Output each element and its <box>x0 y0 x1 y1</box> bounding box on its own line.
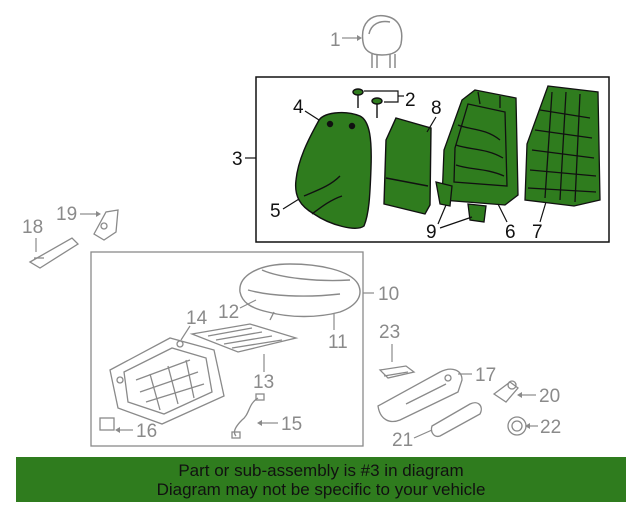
trim-cover-part-19 <box>93 209 119 241</box>
back-panel-part-8 <box>383 117 432 215</box>
callout-19: 19 <box>56 204 77 225</box>
callout-21: 21 <box>392 430 413 451</box>
seat-back-assembly-box <box>255 76 610 243</box>
headrest-part-1 <box>361 14 403 68</box>
banner-line-2: Diagram may not be specific to your vehi… <box>156 479 486 499</box>
callout-7: 7 <box>532 222 543 243</box>
callout-11: 11 <box>328 332 348 353</box>
seat-cushion-assembly-box <box>90 251 364 447</box>
callout-16: 16 <box>136 421 157 442</box>
knob-part-20 <box>492 380 519 403</box>
callout-5: 5 <box>270 201 281 222</box>
seat-back-frame-part-6 <box>441 89 519 206</box>
bolts-part-2 <box>352 88 383 118</box>
callout-15: 15 <box>281 414 302 435</box>
lever-cover-part-21 <box>430 402 482 438</box>
callout-22: 22 <box>540 417 561 438</box>
brackets-part-9 <box>435 181 487 223</box>
cushion-frame-part-14 <box>109 337 225 425</box>
callout-10: 10 <box>378 284 399 305</box>
banner-line-1: Part or sub-assembly is #3 in diagram <box>178 460 464 480</box>
callout-3: 3 <box>232 149 243 170</box>
info-banner: Part or sub-assembly is #3 in diagram Di… <box>16 457 626 502</box>
callout-6: 6 <box>505 222 516 243</box>
callout-1: 1 <box>330 30 341 51</box>
callout-20: 20 <box>539 386 560 407</box>
callout-18: 18 <box>22 217 43 238</box>
side-shield-part-17 <box>377 368 463 423</box>
callout-17: 17 <box>475 365 496 386</box>
cap-part-22 <box>507 416 527 436</box>
wiring-harness-part-15 <box>231 393 265 439</box>
callout-2: 2 <box>405 90 416 111</box>
callout-14: 14 <box>186 308 208 329</box>
callout-9: 9 <box>426 222 437 243</box>
clip-part-23 <box>378 365 416 379</box>
rail-cover-part-18 <box>28 237 80 269</box>
callout-13: 13 <box>253 372 274 393</box>
heater-mat-part-13 <box>189 311 299 353</box>
callout-8: 8 <box>431 98 442 119</box>
callout-12: 12 <box>218 302 239 323</box>
callout-4: 4 <box>293 97 304 118</box>
callout-23: 23 <box>379 322 400 343</box>
seat-back-pad-part-7 <box>524 85 601 207</box>
seat-cushion-part-10-11-12 <box>239 263 361 318</box>
seat-back-cover-part-4-5 <box>294 111 372 229</box>
clip-part-16 <box>99 417 115 431</box>
